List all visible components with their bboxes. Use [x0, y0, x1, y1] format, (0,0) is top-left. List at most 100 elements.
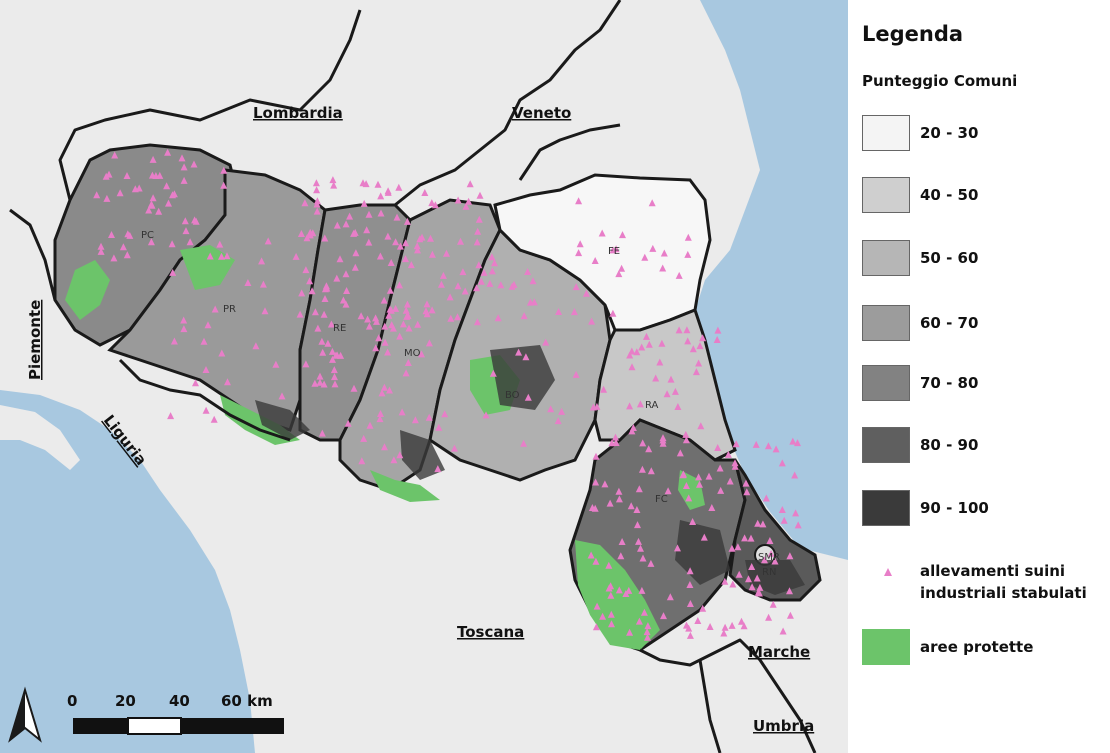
- farm-marker: [714, 326, 722, 334]
- farm-marker: [390, 456, 398, 464]
- farm-marker: [381, 338, 389, 346]
- border-umbria: [698, 659, 722, 753]
- farm-marker: [664, 487, 672, 495]
- region-label-marche: Marche: [748, 643, 810, 661]
- legend-class-70-80: 70 - 80: [862, 365, 1110, 405]
- farm-marker: [721, 577, 729, 585]
- farm-marker: [163, 182, 171, 190]
- farm-marker: [476, 191, 484, 199]
- farm-marker: [644, 633, 651, 641]
- province-label-pc: PC: [141, 230, 154, 241]
- farm-marker: [779, 627, 787, 635]
- farm-marker: [748, 563, 756, 570]
- farm-marker: [414, 246, 421, 254]
- farm-marker: [647, 467, 655, 475]
- farm-marker: [170, 337, 178, 345]
- farm-marker: [761, 556, 768, 564]
- farm-marker: [480, 268, 488, 276]
- farm-marker: [741, 534, 749, 542]
- farm-marker: [392, 238, 400, 246]
- farm-marker: [302, 360, 310, 368]
- farm-marker: [636, 400, 644, 408]
- region-label-toscana: Toscana: [457, 623, 524, 641]
- region-label-umbria: Umbria: [753, 717, 814, 735]
- farm-marker: [674, 544, 681, 552]
- legend-protected-label: aree protette: [920, 638, 1034, 656]
- farm-marker: [676, 449, 684, 457]
- legend-swatch: [862, 240, 910, 276]
- farm-marker: [634, 521, 641, 529]
- farm-marker: [794, 439, 801, 447]
- farm-marker: [454, 313, 461, 321]
- farm-marker: [609, 309, 617, 317]
- farm-marker: [626, 628, 634, 636]
- farm-marker: [459, 268, 467, 276]
- farm-marker: [396, 332, 404, 340]
- farm-marker: [466, 180, 474, 188]
- farm-marker: [168, 240, 176, 248]
- farm-marker: [344, 419, 352, 427]
- farm-marker: [428, 250, 436, 258]
- farm-marker: [682, 482, 690, 489]
- farm-marker: [330, 181, 338, 189]
- farm-marker: [434, 465, 442, 473]
- farm-marker: [700, 533, 708, 541]
- province-label-re: RE: [333, 323, 346, 334]
- farm-marker: [261, 307, 269, 315]
- farm-markers: [93, 148, 802, 641]
- farm-marker: [639, 439, 647, 447]
- farm-marker: [427, 234, 434, 242]
- farm-marker: [635, 537, 642, 545]
- farm-marker: [617, 552, 625, 560]
- farm-marker: [697, 422, 705, 430]
- farm-marker: [489, 369, 497, 377]
- farm-marker: [451, 444, 458, 452]
- legend-class-20-30: 20 - 30: [862, 115, 1110, 155]
- legend-class-label: 20 - 30: [920, 124, 979, 142]
- farm-marker: [296, 310, 304, 318]
- farm-marker: [633, 506, 641, 513]
- farm-marker: [592, 623, 600, 631]
- farm-marker: [342, 220, 350, 228]
- farm-marker: [515, 348, 523, 356]
- farm-marker: [641, 253, 649, 261]
- region-label-lombardia: Lombardia: [253, 104, 343, 122]
- farm-marker: [421, 189, 429, 196]
- farm-marker: [259, 280, 267, 288]
- protected-area: [65, 260, 110, 320]
- farm-marker: [491, 259, 498, 267]
- province-label-fc: FC: [655, 494, 668, 505]
- farm-marker: [615, 270, 623, 278]
- farm-marker: [729, 580, 737, 588]
- farm-marker: [754, 519, 762, 527]
- farm-marker: [764, 442, 772, 450]
- farm-marker: [748, 583, 756, 591]
- farm-marker: [462, 202, 470, 210]
- farm-marker: [696, 342, 704, 350]
- farm-marker: [625, 586, 633, 594]
- farm-marker: [313, 207, 321, 215]
- region-label-veneto: Veneto: [512, 104, 571, 122]
- farm-marker: [206, 252, 214, 260]
- farm-marker: [418, 233, 426, 241]
- legend-subtitle: Punteggio Comuni: [862, 72, 1018, 90]
- farm-marker: [381, 322, 389, 330]
- farm-marker: [149, 155, 157, 163]
- farm-marker: [218, 252, 225, 260]
- farm-marker: [772, 445, 780, 453]
- farm-marker: [224, 378, 231, 386]
- farm-marker: [330, 366, 338, 374]
- farm-marker: [423, 300, 431, 308]
- farm-marker: [554, 417, 562, 425]
- farm-marker: [605, 561, 613, 569]
- farm-marker: [324, 339, 332, 347]
- farm-marker: [316, 378, 324, 386]
- farm-marker: [336, 255, 344, 263]
- farm-marker: [357, 312, 365, 320]
- farm-marker: [766, 537, 774, 544]
- farm-marker: [398, 408, 406, 416]
- farm-marker: [387, 259, 395, 266]
- legend-swatch: [862, 305, 910, 341]
- farm-marker: [659, 264, 667, 272]
- farm-marker: [362, 180, 370, 188]
